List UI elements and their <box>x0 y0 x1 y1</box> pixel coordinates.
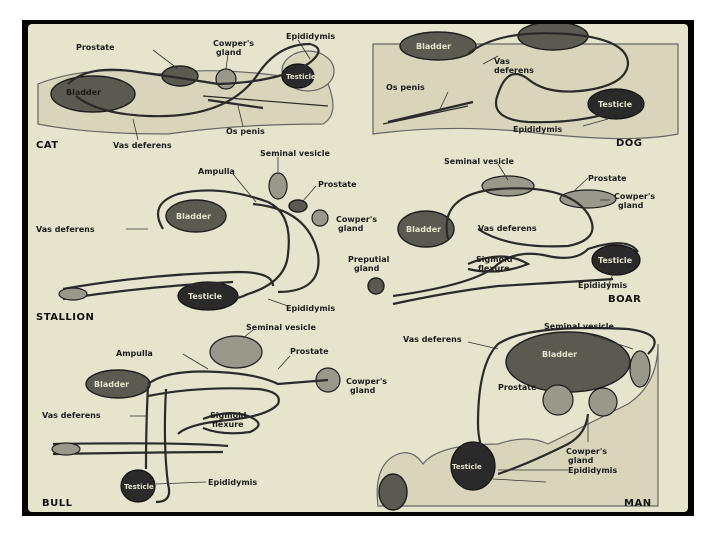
man-cowpers-label-2: gland <box>568 456 594 465</box>
boar-vas-deferens-label: Vas deferens <box>478 224 537 233</box>
bull-cowpers-label-2: gland <box>350 386 376 395</box>
boar-prostate-label: Prostate <box>588 174 627 183</box>
panel-cat: Prostate Cowper's gland Epididymis Bladd… <box>36 32 335 151</box>
bull-sigmoid-label-1: Sigmoid <box>210 411 247 420</box>
cat-testicle-label: Testicle <box>286 73 316 81</box>
cat-cowpers-label-2: gland <box>216 48 242 57</box>
cat-cowpers-label-1: Cowper's <box>213 39 254 48</box>
dog-species-label: DOG <box>616 138 643 149</box>
bull-species-label: BULL <box>42 498 73 509</box>
stallion-vas-deferens-label: Vas deferens <box>36 225 95 234</box>
stallion-bladder <box>165 199 227 233</box>
cat-vas-deferens-label: Vas deferens <box>113 141 172 150</box>
dog-os-penis-label: Os penis <box>386 83 425 92</box>
boar-preputial-gland <box>367 277 385 295</box>
bull-testicle-label: Testicle <box>124 483 154 491</box>
bull-cowpers-label-1: Cowper's <box>346 377 387 386</box>
dog-epididymis-label: Epididymis <box>513 125 562 134</box>
bull-ampulla-label: Ampulla <box>116 349 153 358</box>
diagram-plate: Prostate Cowper's gland Epididymis Bladd… <box>28 24 688 512</box>
boar-cowpers-label-1: Cowper's <box>614 192 655 201</box>
man-species-label: MAN <box>624 498 652 509</box>
stallion-seminal-vesicle <box>268 172 288 200</box>
bull-vas-deferens-label: Vas deferens <box>42 411 101 420</box>
panel-stallion: Seminal vesicle Ampulla Prostate Cowper'… <box>36 149 377 323</box>
stallion-bladder-label: Bladder <box>176 212 211 221</box>
boar-species-label: BOAR <box>608 294 641 305</box>
man-vas-deferens-label: Vas deferens <box>403 335 462 344</box>
dog-bladder <box>399 31 477 61</box>
stallion-species-label: STALLION <box>36 312 94 323</box>
boar-preputial-label-1: Preputial <box>348 255 390 264</box>
man-prostate-label: Prostate <box>498 383 537 392</box>
stallion-cowpers-gland <box>311 209 329 227</box>
dog-bladder-label: Bladder <box>416 42 451 51</box>
panel-boar: Seminal vesicle Prostate Cowper's gland … <box>348 157 655 306</box>
man-testicle-label: Testicle <box>452 463 482 471</box>
man-epididymis-label: Epididymis <box>568 466 617 475</box>
panel-dog: Bladder Vas deferens Os penis Testicle E… <box>372 24 679 149</box>
dog-testicle-label: Testicle <box>598 100 633 109</box>
boar-sigmoid-label-2: flexure <box>478 264 510 273</box>
dog-prostate <box>517 24 589 51</box>
man-seminal-vesicle-label: Seminal vesicle <box>544 322 615 331</box>
bull-epididymis-label: Epididymis <box>208 478 257 487</box>
boar-testicle <box>591 244 641 276</box>
boar-testicle-label: Testicle <box>598 256 633 265</box>
dog-vas-label-2: deferens <box>494 66 534 75</box>
man-bladder-label: Bladder <box>542 350 577 359</box>
bull-prostate-label: Prostate <box>290 347 329 356</box>
bull-bladder-label: Bladder <box>94 380 129 389</box>
boar-sigmoid-label-1: Sigmoid <box>476 255 513 264</box>
cat-cowpers-gland <box>215 68 237 90</box>
bull-sigmoid-label-2: flexure <box>212 420 244 429</box>
boar-cowpers-label-2: gland <box>618 201 644 210</box>
boar-seminal-vesicle <box>481 175 535 197</box>
stallion-cowpers-label-1: Cowper's <box>336 215 377 224</box>
stallion-prostate <box>288 199 308 213</box>
stallion-cowpers-label-2: gland <box>338 224 364 233</box>
boar-cowpers-gland <box>559 189 617 209</box>
dog-vas-label-1: Vas <box>494 57 510 66</box>
boar-preputial-label-2: gland <box>354 264 380 273</box>
stallion-seminal-vesicle-label: Seminal vesicle <box>260 149 331 158</box>
panel-bull: Ampulla Seminal vesicle Prostate Cowper'… <box>42 323 387 509</box>
stallion-ampulla-label: Ampulla <box>198 167 235 176</box>
man-prostate <box>542 384 574 416</box>
dog-testicle <box>587 88 645 120</box>
stallion-epididymis-label: Epididymis <box>286 304 335 313</box>
cat-prostate-label: Prostate <box>76 43 115 52</box>
boar-bladder-label: Bladder <box>406 225 441 234</box>
stallion-prostate-label: Prostate <box>318 180 357 189</box>
cat-os-penis-label: Os penis <box>226 127 265 136</box>
boar-seminal-vesicle-label: Seminal vesicle <box>444 157 515 166</box>
cat-bladder-label: Bladder <box>66 88 101 97</box>
boar-epididymis-label: Epididymis <box>578 281 627 290</box>
man-seminal-vesicle <box>629 350 651 388</box>
man-cowpers-label-1: Cowper's <box>566 447 607 456</box>
bull-seminal-vesicle <box>209 335 263 369</box>
bull-seminal-vesicle-label: Seminal vesicle <box>246 323 317 332</box>
boar-bladder <box>397 210 455 248</box>
reproductive-tract-diagram: Prostate Cowper's gland Epididymis Bladd… <box>36 24 679 511</box>
stallion-testicle-label: Testicle <box>188 292 223 301</box>
cat-epididymis-label: Epididymis <box>286 32 335 41</box>
cat-species-label: CAT <box>36 140 59 151</box>
bull-bladder <box>85 369 151 399</box>
cat-bladder <box>50 75 136 113</box>
panel-man: Vas deferens Seminal vesicle Bladder Pro… <box>376 322 659 511</box>
bull-testicle <box>120 469 156 503</box>
